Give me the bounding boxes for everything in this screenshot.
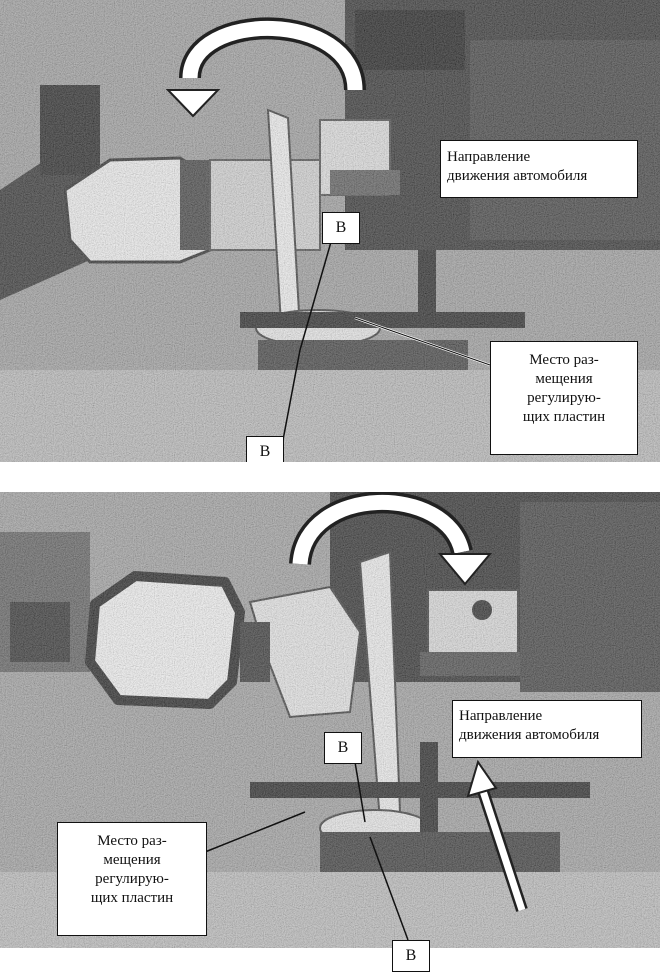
section-mark-b: B [322,212,360,244]
direction-label-bottom: Направление движения автомобиля [452,700,642,758]
section-mark-b: B [246,436,284,462]
direction-label-line: Направление [447,149,531,165]
placement-label-line: щих пластин [522,409,606,425]
placement-label-line: мещения [103,852,161,868]
placement-label-line: Место раз- [97,833,167,849]
section-mark-b: B [324,732,362,764]
section-mark-b: B [392,940,430,972]
placement-label-bottom: Место раз- мещения регулирую- щих пласти… [57,822,207,936]
placement-label-top: Место раз- мещения регулирую- щих пласти… [490,341,638,455]
figure-top: Направление движения автомобиля Место ра… [0,0,660,462]
direction-label-line: Направление [459,708,543,724]
placement-label-line: регулирую- [95,871,169,887]
direction-label-top: Направление движения автомобиля [440,140,638,198]
curved-rotation-arrow-icon [165,17,366,118]
placement-label-line: щих пластин [90,890,174,906]
placement-label-line: Место раз- [529,352,599,368]
figure-bottom: Направление движения автомобиля Место ра… [0,492,660,948]
curved-rotation-arrow-icon [289,492,493,586]
direction-label-line: движения автомобиля [459,727,600,743]
photo-top [0,0,660,462]
placement-label-line: мещения [535,371,593,387]
placement-label-line: регулирую- [527,390,601,406]
direction-label-line: движения автомобиля [447,168,588,184]
direction-arrow-icon [466,759,528,912]
